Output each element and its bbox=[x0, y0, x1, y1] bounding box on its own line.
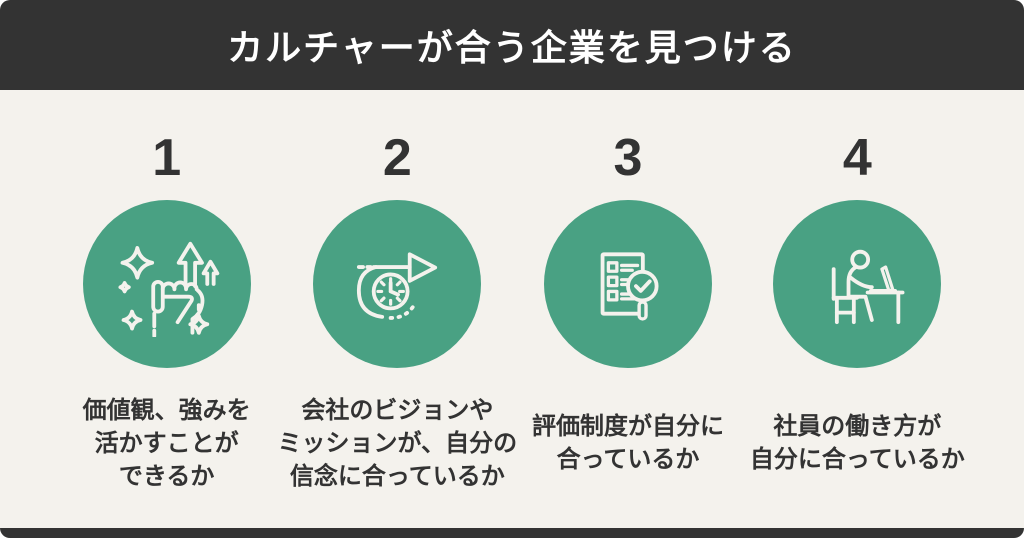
page-title: カルチャーが合う企業を見つける bbox=[227, 27, 797, 68]
caption-line: 合っているか bbox=[556, 446, 700, 473]
step-column-4: 4 社員の働き方が bbox=[743, 132, 972, 494]
caption-line: 自分に合っているか bbox=[749, 446, 965, 473]
step-number: 4 bbox=[842, 129, 872, 187]
person-desk-laptop-icon bbox=[832, 249, 905, 325]
checklist-magnifier-icon bbox=[600, 252, 659, 321]
step-number: 1 bbox=[152, 129, 182, 187]
caption-line: 社員の働き方が bbox=[773, 413, 942, 440]
step-caption: 会社のビジョンや ミッションが、自分の 信念に合っているか bbox=[278, 392, 518, 494]
steps-row: 1 bbox=[0, 90, 1024, 494]
caption-line: 評価制度が自分に bbox=[531, 413, 724, 440]
step-number: 3 bbox=[613, 129, 643, 187]
step-caption: 評価制度が自分に 合っているか bbox=[532, 392, 724, 494]
step-caption: 価値観、強みを 活かすことが できるか bbox=[83, 392, 251, 494]
step-circle bbox=[313, 200, 482, 368]
step-number: 2 bbox=[382, 129, 412, 187]
fist-sparkles-arrows-icon bbox=[118, 241, 219, 337]
caption-line: 価値観、強みを bbox=[82, 396, 251, 424]
step-caption: 社員の働き方が 自分に合っているか bbox=[750, 392, 965, 494]
caption-line: ミッションが、自分の bbox=[277, 429, 518, 457]
step-circle bbox=[773, 200, 942, 368]
step-column-1: 1 bbox=[52, 132, 281, 494]
step-circle bbox=[82, 200, 251, 368]
caption-line: 会社のビジョンや bbox=[301, 396, 494, 424]
caption-line: できるか bbox=[118, 462, 215, 490]
caption-line: 活かすことが bbox=[94, 429, 239, 457]
step-column-2: 2 bbox=[278, 129, 518, 494]
step-column-3: 3 評価制度が自分に bbox=[513, 132, 742, 494]
caption-line: 信念に合っているか bbox=[289, 462, 505, 490]
clock-forward-arrow-icon bbox=[357, 252, 438, 320]
step-circle bbox=[543, 200, 712, 368]
footer-bar bbox=[0, 528, 1024, 538]
header-bar: カルチャーが合う企業を見つける bbox=[0, 0, 1024, 90]
